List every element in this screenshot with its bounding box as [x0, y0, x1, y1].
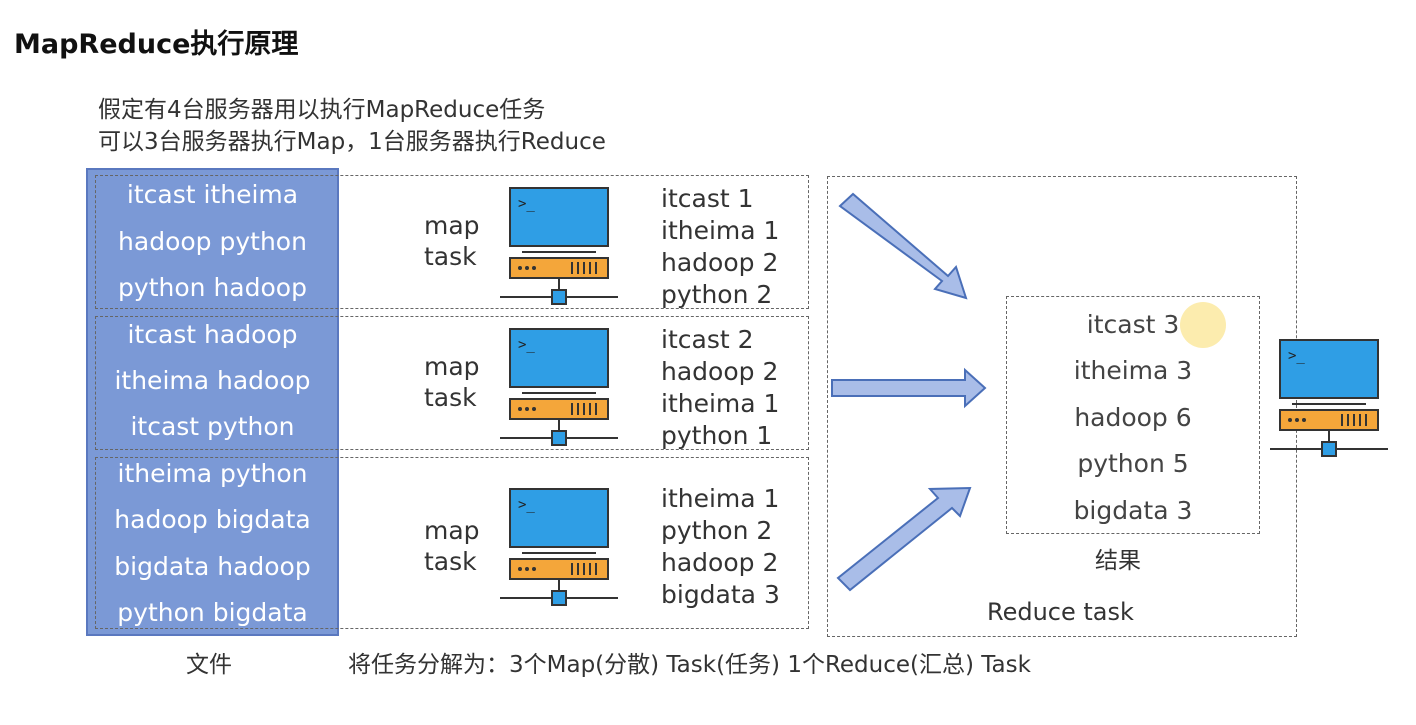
page-title: MapReduce执行原理: [14, 29, 299, 60]
file-caption: 文件: [186, 652, 232, 678]
map-row-2-box: [95, 316, 809, 450]
reduce-task-box: [827, 176, 1297, 637]
intro-line-2: 可以3台服务器执行Map，1台服务器执行Reduce: [98, 129, 606, 155]
file-line: itcast itheima: [126, 180, 299, 209]
result-box: [1006, 296, 1260, 534]
svg-text:>_: >_: [518, 196, 535, 212]
map-row-3-box: [95, 457, 809, 629]
file-line: itcast hadoop: [127, 320, 298, 349]
result-item: hadoop 6: [1074, 403, 1192, 432]
result-item: python 5: [1077, 449, 1189, 478]
intro-line-1: 假定有4台服务器用以执行MapReduce任务: [98, 97, 546, 123]
file-line: python bigdata: [117, 598, 308, 627]
svg-text:>_: >_: [518, 337, 535, 353]
arrow-icon: [831, 192, 987, 592]
file-line: python hadoop: [118, 273, 307, 302]
file-line: bigdata hadoop: [114, 552, 311, 581]
result-item: bigdata 3: [1073, 496, 1193, 525]
svg-text:>_: >_: [1288, 348, 1305, 364]
file-line: hadoop python: [118, 227, 307, 256]
file-line: itcast python: [130, 412, 295, 441]
file-column: [86, 168, 339, 636]
file-line: itheima hadoop: [114, 366, 311, 395]
bottom-caption: 将任务分解为：3个Map(分散) Task(任务) 1个Reduce(汇总) T…: [348, 652, 1031, 678]
result-item: itheima 3: [1073, 356, 1193, 385]
file-line: itheima python: [117, 459, 308, 488]
cursor-highlight: [1180, 302, 1226, 348]
svg-text:>_: >_: [518, 497, 535, 513]
file-line: hadoop bigdata: [114, 505, 311, 534]
map-row-1-box: [95, 175, 809, 309]
result-item: itcast 3: [1086, 310, 1180, 339]
reduce-caption: Reduce task: [987, 598, 1134, 626]
result-caption: 结果: [1095, 548, 1141, 574]
